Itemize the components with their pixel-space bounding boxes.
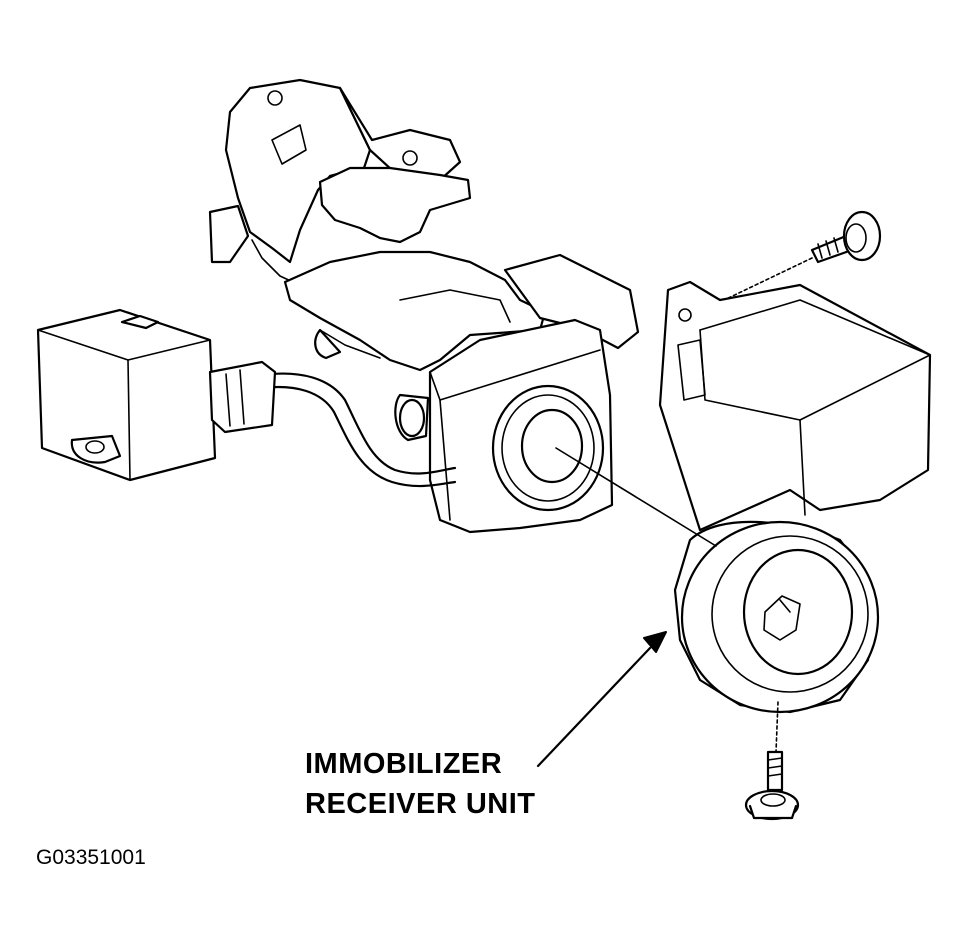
upper-screw	[719, 210, 882, 303]
immobilizer-receiver-unit	[658, 280, 932, 714]
key-axis-line	[555, 447, 717, 547]
ignition-switch-housing	[283, 250, 640, 372]
lower-screw	[744, 701, 800, 821]
callout-leader-arrow	[536, 631, 667, 768]
immobilizer-receiver-unit-label: IMMOBILIZER RECEIVER UNIT	[305, 744, 535, 824]
callout-line-1: IMMOBILIZER	[305, 748, 503, 780]
column-bracket	[208, 78, 472, 301]
figure-id: G03351001	[36, 846, 146, 869]
key-cylinder-block	[394, 318, 614, 534]
wire-harness	[260, 372, 457, 488]
callout-line-2: RECEIVER UNIT	[305, 788, 536, 820]
control-unit-box	[36, 308, 277, 482]
